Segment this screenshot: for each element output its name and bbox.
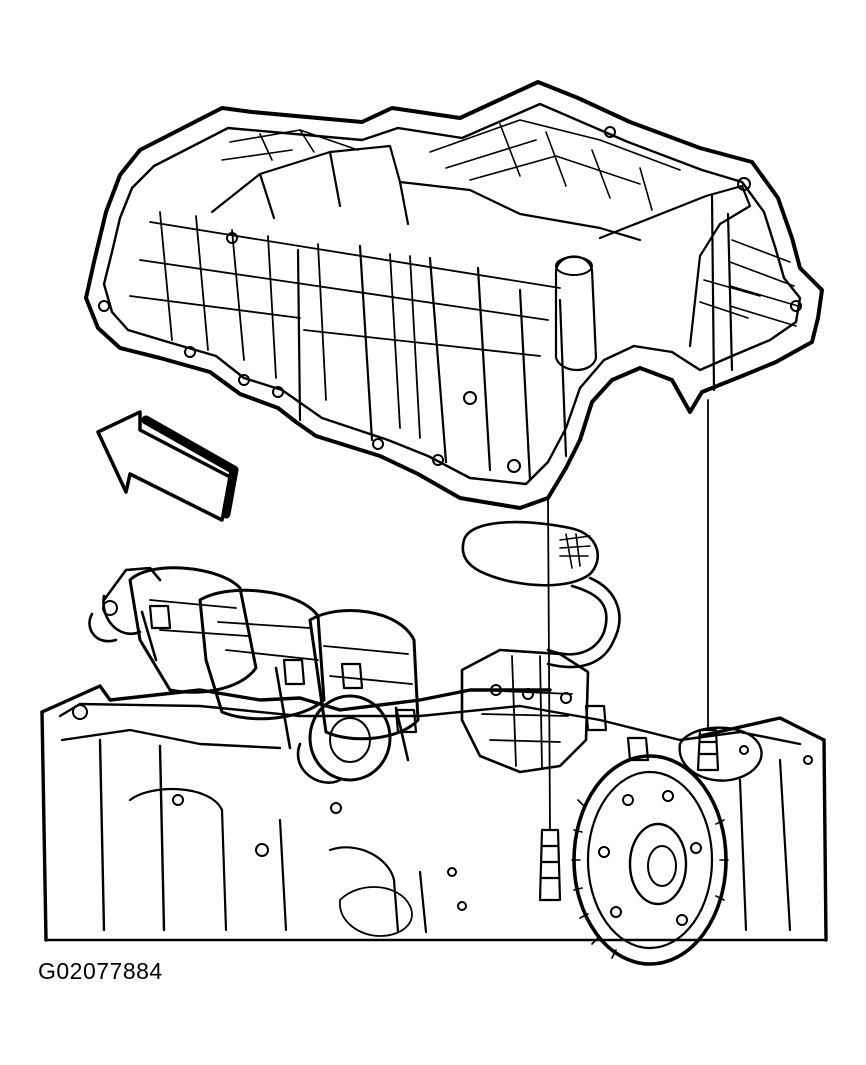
- oil-pan-side-fins: [699, 239, 799, 327]
- oil-pump-body: [460, 648, 590, 774]
- block-pan-rail: [58, 702, 802, 932]
- block-seal-detail: [339, 886, 413, 937]
- crank-counterweight-1: [128, 566, 258, 694]
- block-outline: [40, 684, 828, 942]
- figure-code: G02077884: [38, 958, 163, 984]
- flywheel-center: [647, 845, 677, 887]
- flywheel: [571, 754, 729, 966]
- alignment-studs: [538, 399, 720, 902]
- crank-web-lines: [149, 599, 413, 685]
- pickup-screen: [461, 520, 600, 587]
- crank-main-caps: [102, 594, 410, 784]
- oil-pan-inner-rim: [102, 102, 802, 486]
- stud-left: [538, 828, 562, 902]
- oil-pump-bolt-1: [490, 684, 502, 696]
- stud-right: [696, 728, 720, 772]
- oil-pump-housing: [460, 648, 590, 774]
- flywheel-hub: [628, 822, 688, 906]
- crank-front-bolt: [102, 600, 118, 616]
- oil-pan-sump-wall: [296, 244, 568, 482]
- direction-arrow: [96, 410, 239, 522]
- crank-counterweight-3: [308, 609, 420, 741]
- crank-rod-journal-inner: [329, 717, 371, 763]
- oil-pan-boss-top: [555, 256, 593, 276]
- oil-pan-grid: [221, 119, 681, 211]
- engine-block: [40, 684, 828, 942]
- oil-pump-bolt-2: [522, 688, 534, 700]
- oil-pan-right-boss: [554, 184, 752, 392]
- crank-front-nose: [88, 566, 162, 643]
- oil-pump-bolt-3: [560, 692, 572, 704]
- flywheel-bolt-holes: [598, 790, 702, 926]
- flywheel-teeth: [571, 799, 729, 959]
- oil-pan-baffle: [210, 144, 642, 242]
- flywheel-outer: [572, 754, 728, 966]
- pickup-screen-mesh: [559, 533, 591, 569]
- flywheel-rim: [586, 770, 714, 950]
- crank-rod-journal: [308, 694, 392, 782]
- pickup-tube: [546, 576, 621, 669]
- crank-counterweight-2: [198, 588, 326, 721]
- arrow-shadow: [141, 415, 239, 519]
- crankshaft: [88, 566, 650, 784]
- oil-pan: [84, 80, 824, 510]
- oil-pan-ribs: [129, 211, 561, 439]
- oil-pan-flange: [84, 80, 824, 510]
- block-lower-wall: [128, 758, 792, 934]
- oil-pump-pickup: [461, 520, 621, 669]
- block-bolt-holes: [72, 704, 813, 911]
- oil-pan-bolt-holes: [98, 126, 802, 473]
